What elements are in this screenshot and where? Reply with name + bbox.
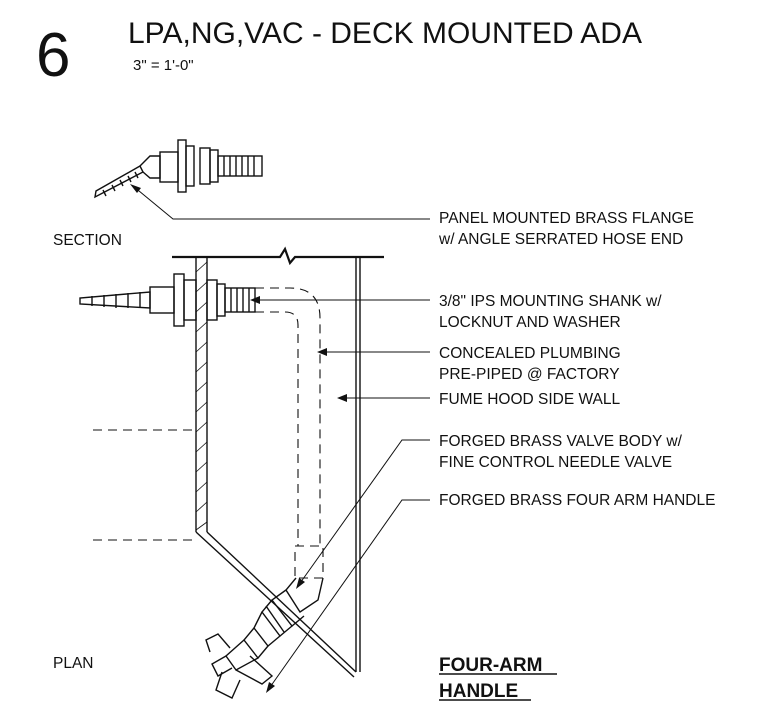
detail-title: LPA,NG,VAC - DECK MOUNTED ADA xyxy=(128,17,642,50)
callout-2-line2: LOCKNUT AND WASHER xyxy=(439,314,621,331)
straight-hose-fitting-icon xyxy=(79,273,256,327)
fume-hood-side-wall xyxy=(172,246,384,678)
callout-6-line1: FORGED BRASS FOUR ARM HANDLE xyxy=(439,492,715,509)
valve-body-icon xyxy=(243,577,324,660)
detail-scale: 3" = 1'-0" xyxy=(133,57,194,74)
callout-5-line1: FORGED BRASS VALVE BODY w/ xyxy=(439,433,683,450)
plan-label: PLAN xyxy=(53,655,94,672)
handle-label-line2: HANDLE xyxy=(439,681,518,702)
four-arm-handle-icon xyxy=(205,633,274,699)
angle-hose-fitting-icon xyxy=(94,139,263,199)
leader-lines xyxy=(130,184,430,693)
callout-5-line2: FINE CONTROL NEEDLE VALVE xyxy=(439,454,672,471)
callout-4-line1: FUME HOOD SIDE WALL xyxy=(439,391,621,408)
concealed-plumbing xyxy=(93,287,324,579)
callout-3-line1: CONCEALED PLUMBING xyxy=(439,345,621,362)
detail-number: 6 xyxy=(36,21,70,90)
callout-3-line2: PRE-PIPED @ FACTORY xyxy=(439,366,620,383)
callout-1-line2: w/ ANGLE SERRATED HOSE END xyxy=(438,231,683,248)
callout-1-line1: PANEL MOUNTED BRASS FLANGE xyxy=(439,210,694,227)
callout-2-line1: 3/8" IPS MOUNTING SHANK w/ xyxy=(439,293,662,310)
section-label: SECTION xyxy=(53,232,122,249)
handle-label-line1: FOUR-ARM xyxy=(439,655,542,676)
